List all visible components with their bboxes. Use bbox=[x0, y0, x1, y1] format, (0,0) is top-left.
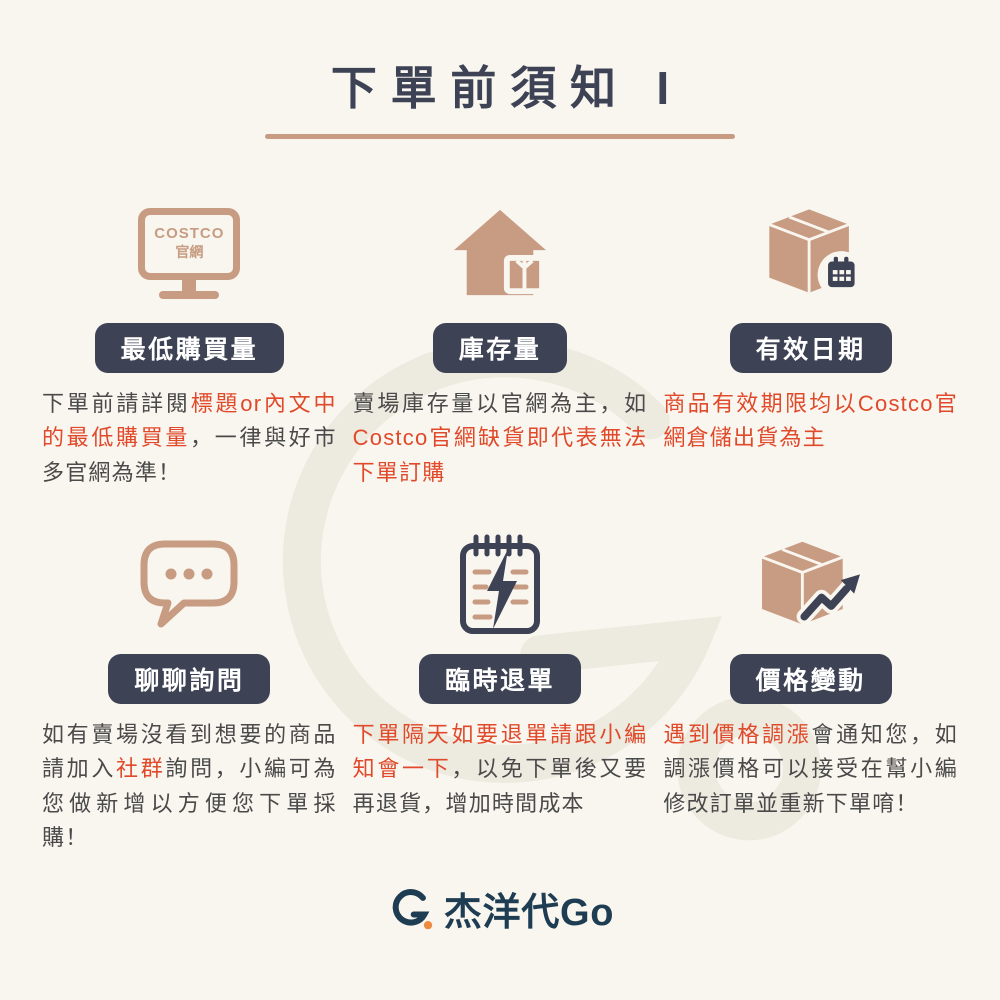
section-text-expiry-date: 商品有效期限均以Costco官網倉儲出貨為主 bbox=[663, 387, 958, 456]
monitor-stand bbox=[182, 279, 197, 291]
chat-bubble-icon bbox=[140, 540, 238, 628]
section-text-price-change: 遇到價格調漲會通知您，如調漲價格可以接受在幫小編修改訂單並重新下單唷！ bbox=[663, 718, 958, 821]
section-stock: 庫存量 賣場庫存量以官網為主，如 Costco官網缺貨即代表無法下單訂購 bbox=[353, 193, 648, 490]
highlight-text: 社群 bbox=[116, 756, 166, 782]
brand-footer: 杰洋代Go bbox=[0, 881, 1000, 936]
badge-chat-inquiry: 聊聊詢問 bbox=[108, 653, 271, 704]
badge-expiry-date: 有效日期 bbox=[729, 323, 892, 373]
highlight-text: 遇到價格調漲 bbox=[663, 721, 812, 747]
body-text: 賣場庫存量以官網為主，如 bbox=[352, 391, 648, 416]
section-text-temp-cancel: 下單隔天如要退單請跟小編知會一下，以免下單後又要再退貨，增加時間成本 bbox=[353, 718, 648, 821]
icon-area bbox=[757, 193, 865, 313]
badge-stock: 庫存量 bbox=[432, 323, 568, 373]
section-text-chat-inquiry: 如有賣場沒看到想要的商品請加入社群詢問，小編可為您做新增以方便您下單採購！ bbox=[42, 718, 337, 855]
highlight-text: Costco官網缺貨即代表無法下單訂購 bbox=[352, 425, 648, 485]
section-min-purchase-qty: COSTCO 官網 最低購買量 下單前請詳閱標題or內文中的最低購買量，一律與好… bbox=[42, 193, 337, 490]
monitor-screen: COSTCO 官網 bbox=[138, 207, 241, 280]
box-trend-arrow-icon bbox=[761, 541, 860, 625]
monitor-text-line1: COSTCO bbox=[154, 225, 225, 242]
monitor-base bbox=[159, 290, 220, 299]
house-package-icon bbox=[453, 209, 546, 296]
monitor-text-line2: 官網 bbox=[175, 244, 204, 260]
title-underline bbox=[265, 134, 735, 139]
costco-monitor-icon: COSTCO 官網 bbox=[138, 207, 241, 299]
section-chat-inquiry: 聊聊詢問 如有賣場沒看到想要的商品請加入社群詢問，小編可為您做新增以方便您下單採… bbox=[42, 524, 337, 855]
section-text-stock: 賣場庫存量以官網為主，如 Costco官網缺貨即代表無法下單訂購 bbox=[353, 387, 648, 490]
badge-temp-cancel: 臨時退單 bbox=[418, 653, 581, 704]
section-price-change: 價格變動 遇到價格調漲會通知您，如調漲價格可以接受在幫小編修改訂單並重新下單唷！ bbox=[663, 524, 958, 855]
infographic: 下單前須知 I COSTCO 官網 最低購買量 下單前請詳閱標題or內文中的最低… bbox=[0, 62, 1000, 936]
icon-area bbox=[754, 524, 868, 644]
section-text-min-purchase-qty: 下單前請詳閱標題or內文中的最低購買量，一律與好市多官網為準！ bbox=[42, 387, 337, 490]
icon-area bbox=[451, 193, 549, 313]
body-text: 下單前請詳閱 bbox=[42, 391, 191, 416]
section-temp-cancel: 臨時退單 下單隔天如要退單請跟小編知會一下，以免下單後又要再退貨，增加時間成本 bbox=[353, 524, 648, 855]
box-calendar-icon bbox=[768, 209, 865, 299]
page-title: 下單前須知 I bbox=[330, 62, 683, 114]
icon-area: COSTCO 官網 bbox=[138, 193, 241, 313]
brand-g-icon bbox=[392, 888, 432, 929]
highlight-text: 商品有效期限均以Costco官網倉儲出貨為主 bbox=[663, 391, 958, 451]
section-expiry-date: 有效日期 商品有效期限均以Costco官網倉儲出貨為主 bbox=[663, 193, 958, 490]
badge-min-purchase-qty: 最低購買量 bbox=[94, 323, 285, 373]
clipboard-lightning-icon bbox=[459, 534, 540, 634]
sections-grid: COSTCO 官網 最低購買量 下單前請詳閱標題or內文中的最低購買量，一律與好… bbox=[42, 193, 958, 855]
icon-area bbox=[456, 524, 544, 644]
badge-price-change: 價格變動 bbox=[729, 653, 892, 704]
brand-name: 杰洋代Go bbox=[443, 892, 615, 935]
icon-area bbox=[137, 524, 241, 644]
